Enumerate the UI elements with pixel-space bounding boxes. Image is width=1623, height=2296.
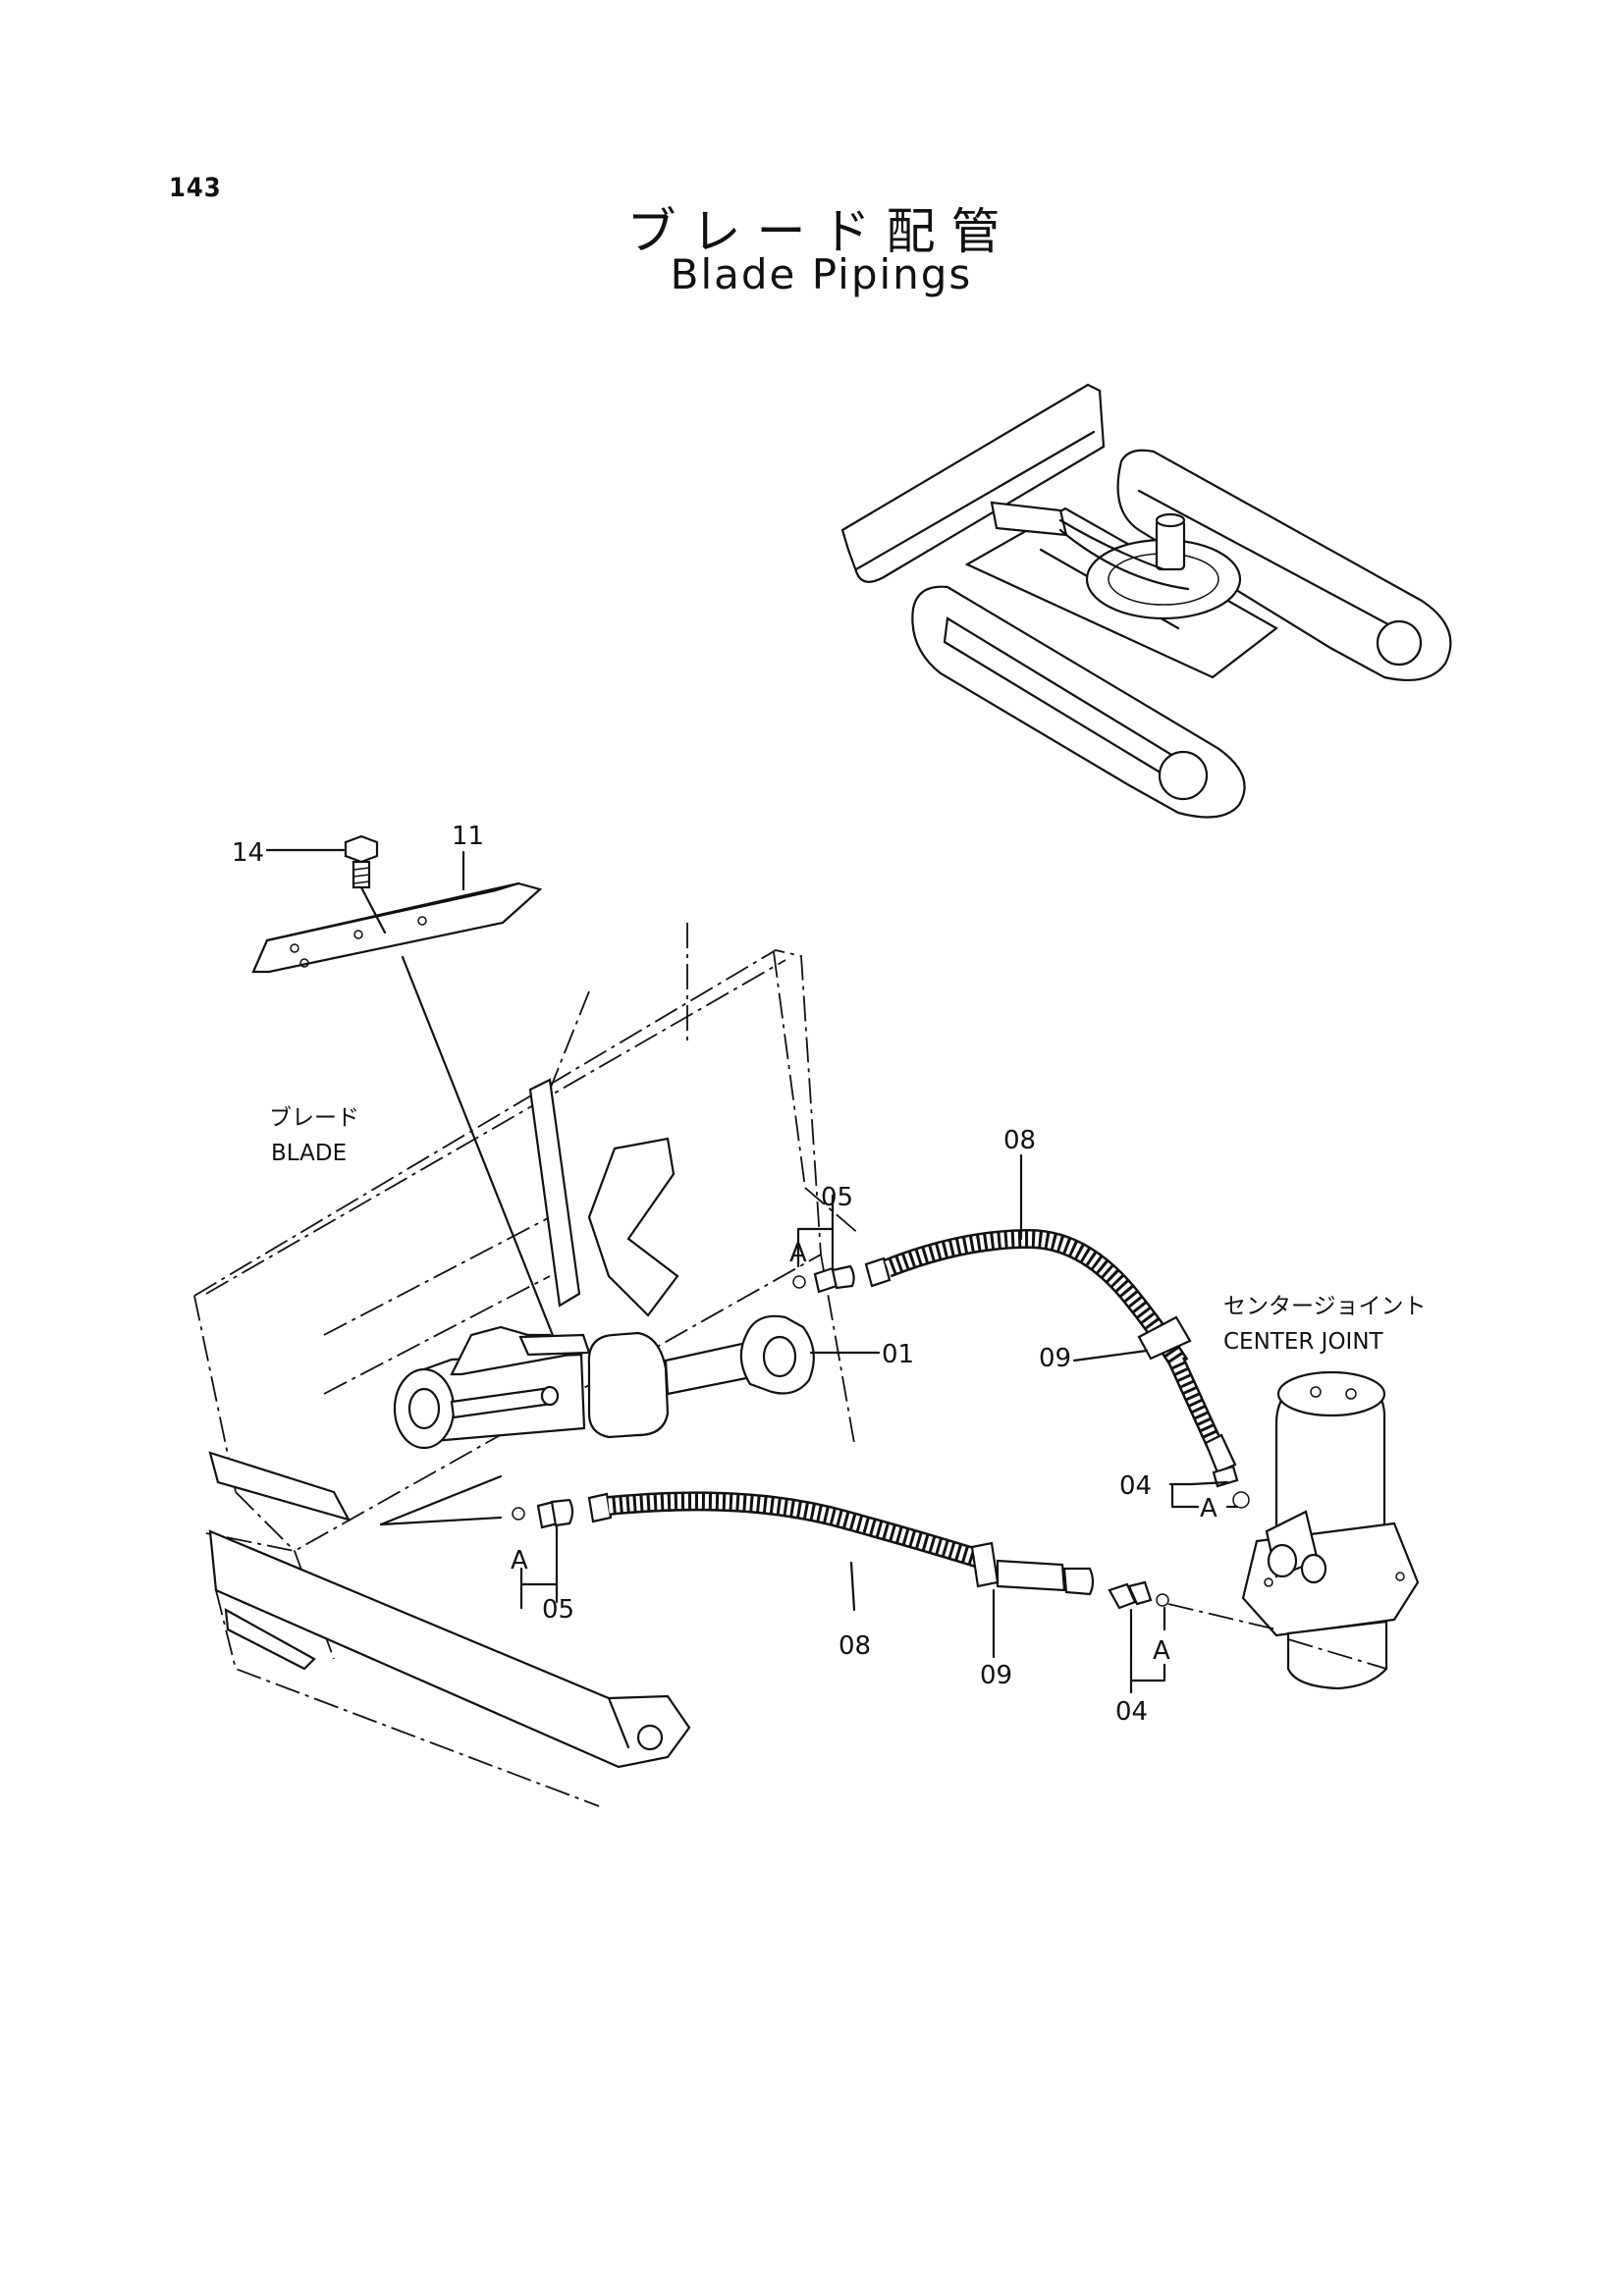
cover-plate <box>251 881 543 974</box>
blade-caption-english: BLADE <box>271 1141 347 1166</box>
upper-adapter-fitting <box>792 1264 855 1294</box>
callout-01: 01 <box>882 1340 914 1369</box>
callout-09-upper: 09 <box>1039 1344 1071 1373</box>
hex-bolt <box>344 834 387 934</box>
lower-hose <box>587 1491 1095 1596</box>
callout-a-lower-left: A <box>511 1546 528 1575</box>
callout-14: 14 <box>232 838 264 868</box>
callout-05-upper: 05 <box>821 1183 853 1212</box>
callout-a-upper-right: A <box>1200 1494 1217 1523</box>
blade-caption-japanese: ブレード <box>269 1105 359 1131</box>
callout-05-lower: 05 <box>542 1595 574 1625</box>
blade-ribs <box>528 1078 679 1317</box>
center-joint <box>1241 1370 1420 1690</box>
machine-overview-illustration <box>840 383 1452 819</box>
lower-adapter-fitting <box>512 1498 574 1529</box>
blade-cylinder <box>393 1314 815 1450</box>
blade-arm <box>208 1451 691 1807</box>
callout-11: 11 <box>452 822 484 851</box>
callout-08-lower: 08 <box>839 1631 871 1661</box>
page-title-english: Blade Pipings <box>670 250 973 298</box>
callout-09-lower: 09 <box>980 1661 1012 1690</box>
upper-hose <box>864 1228 1239 1488</box>
lower-adapter-fitting-2 <box>1108 1580 1169 1610</box>
callout-a-upper-left: A <box>789 1239 807 1268</box>
page-number: 143 <box>169 173 222 203</box>
center-joint-caption-japanese: センタージョイント <box>1223 1294 1427 1319</box>
callout-a-lower-right: A <box>1153 1636 1170 1666</box>
callout-08-upper: 08 <box>1003 1126 1036 1155</box>
page-title-japanese: ブレード配管 <box>626 203 1016 260</box>
center-joint-caption-english: CENTER JOINT <box>1223 1329 1384 1355</box>
callout-04-lower: 04 <box>1115 1697 1148 1727</box>
callout-04-upper: 04 <box>1119 1471 1152 1501</box>
